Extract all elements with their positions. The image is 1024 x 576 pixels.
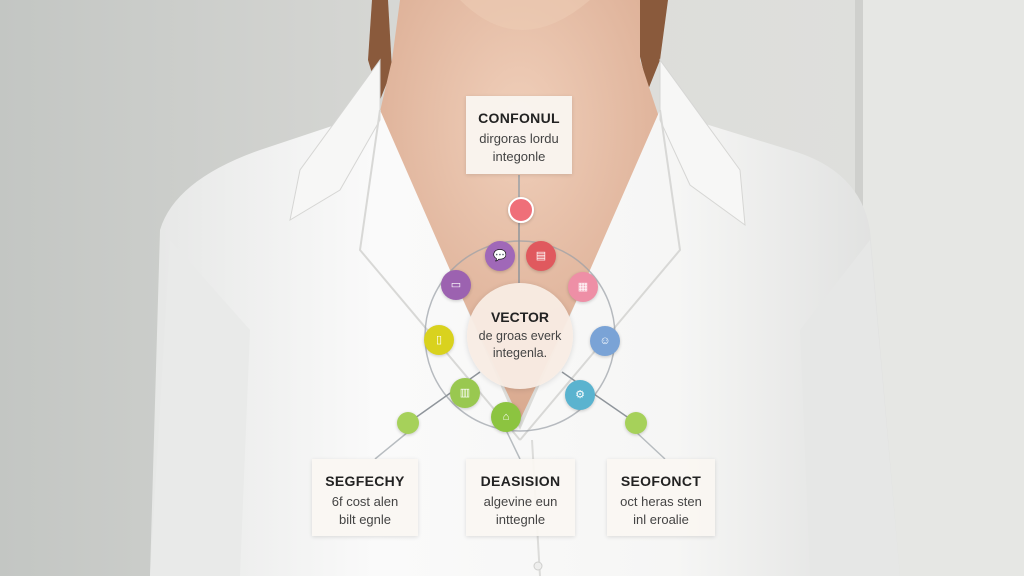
card-line: oct heras sten (620, 494, 702, 509)
grid-icon: ▦ (568, 272, 598, 302)
left-connector-dot (397, 412, 419, 434)
info-card-bottom-mid: DEASISION algevine eun inttegnle (466, 459, 575, 536)
card-title: SEOFONCT (620, 473, 702, 489)
card-line: dirgoras lordu (479, 131, 559, 146)
document-icon: ▤ (526, 241, 556, 271)
card-title: CONFONUL (478, 110, 560, 126)
card-title: DEASISION (480, 473, 561, 489)
info-card-bottom-right: SEOFONCT oct heras sten inl eroalie (607, 459, 715, 536)
chart-icon: ▥ (450, 378, 480, 408)
chart-up-icon: ⌂ (491, 402, 521, 432)
phone-icon: ▯ (424, 325, 454, 355)
card-line: 6f cost alen (331, 494, 399, 509)
monitor-icon: ▭ (441, 270, 471, 300)
card-line: bilt egnle (338, 512, 392, 527)
hub-line: integenla. (492, 346, 548, 360)
card-line: integonle (492, 149, 546, 164)
top-connector-dot (508, 197, 534, 223)
info-card-bottom-left: SEGFECHY 6f cost alen bilt egnle (312, 459, 418, 536)
center-hub: VECTOR de groas everk integenla. (467, 283, 573, 389)
people-icon: ☺ (590, 326, 620, 356)
card-title: SEGFECHY (325, 473, 405, 489)
info-card-top: CONFONUL dirgoras lordu integonle (466, 96, 572, 174)
hub-line: de groas everk (478, 329, 562, 343)
hub-title: VECTOR (490, 309, 550, 325)
card-line: inttegnle (495, 512, 546, 527)
right-connector-dot (625, 412, 647, 434)
chat-icon: 💬 (485, 241, 515, 271)
card-line: inl eroalie (633, 512, 689, 527)
gear-icon: ⚙ (565, 380, 595, 410)
card-line: algevine eun (483, 494, 558, 509)
